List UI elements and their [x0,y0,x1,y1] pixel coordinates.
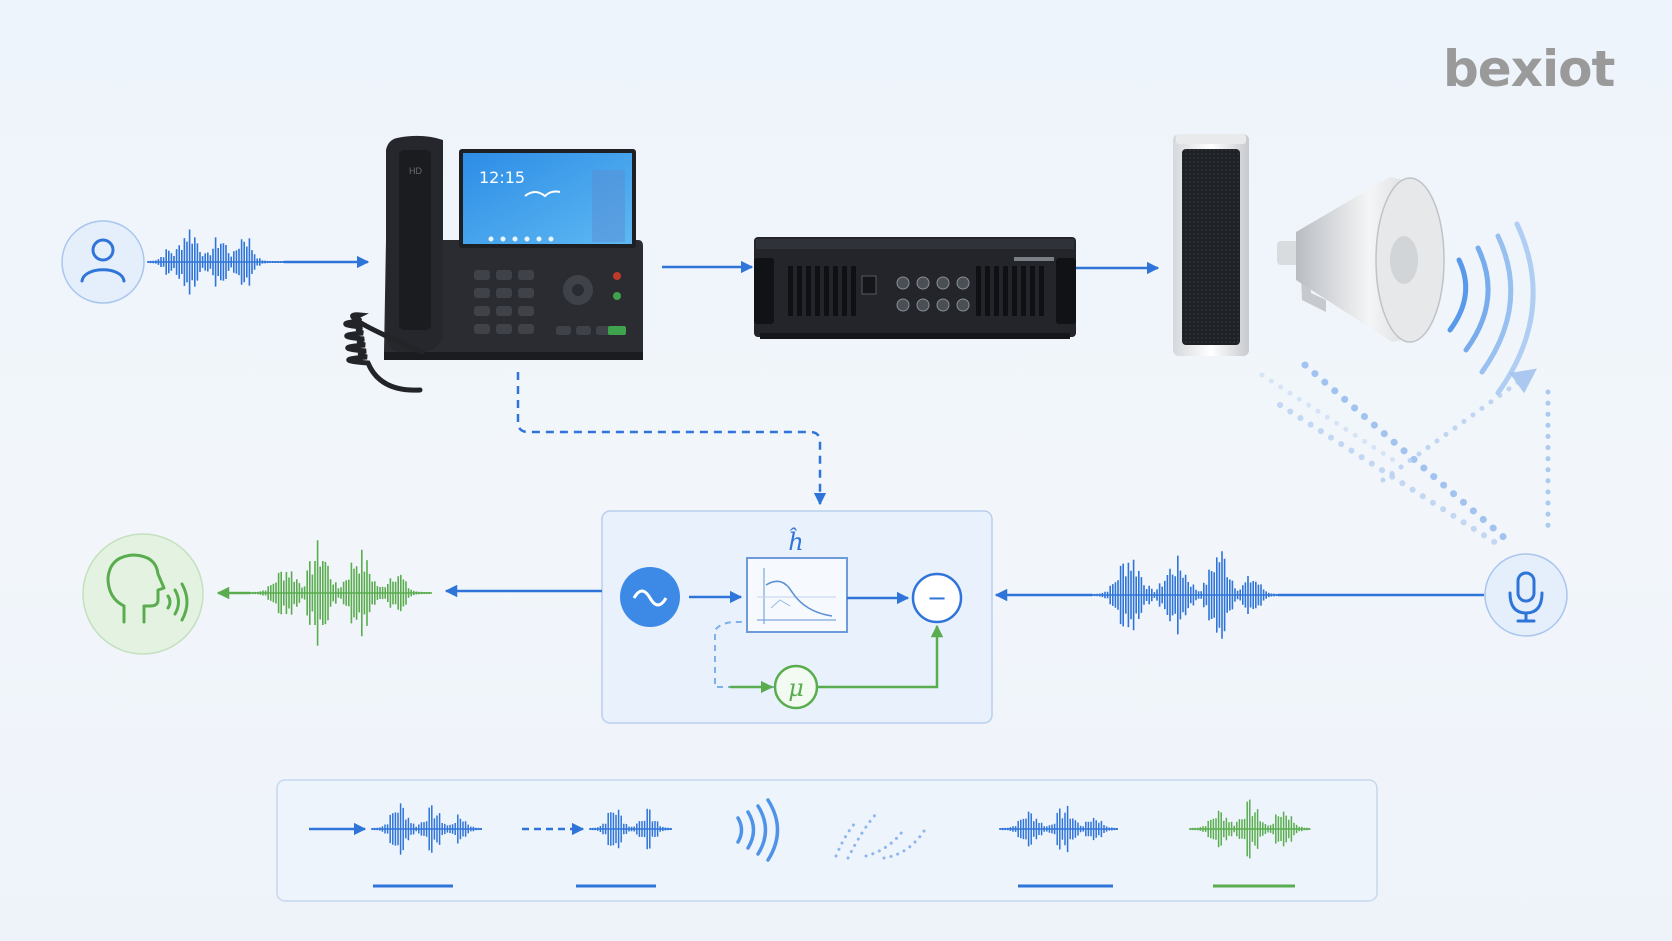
clean-output-waveform [249,540,432,646]
pa-amplifier [754,237,1076,339]
speaking-head-icon [106,553,189,624]
caller-voice-waveform [147,229,287,295]
legend-loudspeaker-sound-icon [736,798,780,862]
step-size-node: μ [773,664,819,710]
step-size-symbol: μ [788,674,804,702]
bexiot-logo: bexiot [1443,40,1615,98]
acoustic-echo-paths [1259,361,1551,546]
horn-speaker [1277,177,1445,343]
microphone-echo-waveform [1091,551,1280,639]
phone-screen-time: 12:15 [479,168,525,187]
signal-generator [620,567,680,627]
subtract-symbol: − [927,584,947,612]
svg-text:HD: HD [409,166,422,176]
estimated-echo-path-filter: ĥ [746,527,848,633]
listener-avatar [82,533,204,655]
column-speaker [1173,134,1249,356]
legend-echo-signal [999,805,1118,853]
person-icon [80,238,126,283]
subtractor-node: − [911,572,963,624]
legend-panel [276,779,1378,902]
far-end-reference-path [516,372,827,506]
legend-far-end-signal [371,803,482,855]
microphone [1484,553,1568,637]
adaptive-filter-panel: ĥ − μ [601,510,993,724]
caller-avatar [61,220,145,304]
legend-reference-signal [589,808,672,850]
ip-phone: 12:15 HD [343,135,643,393]
legend-acoustic-echo-icon [834,812,928,860]
sine-wave-icon [632,589,668,607]
legend-clean-signal [1189,799,1311,859]
microphone-icon [1508,571,1544,623]
sound-waves-icon [1447,221,1536,396]
filter-estimate-symbol: ĥ [788,527,803,556]
